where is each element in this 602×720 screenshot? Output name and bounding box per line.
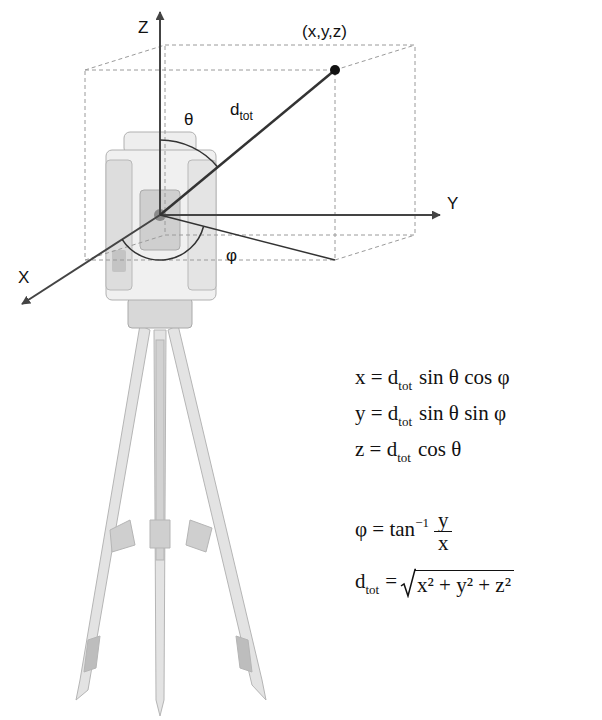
subscript: tot [398,407,412,437]
range-line [160,70,335,215]
distance-label: dtot [230,100,253,126]
superscript: −1 [415,508,429,538]
label-text: d [230,100,239,120]
formula: x = dtot sin θ cos φ [355,362,510,401]
label-text: x = d [355,362,398,392]
dashed-box [85,45,415,260]
label-text: sin θ cos φ [419,362,509,392]
label-text: φ = tan [355,514,415,544]
subscript: tot [366,575,380,605]
tripod [76,325,266,716]
label-text: φ [226,246,237,266]
target-point [330,65,340,75]
label-text: = [385,566,397,596]
numerator: y [434,509,453,532]
axes [22,12,440,304]
label-text: θ [184,110,193,130]
formula: y = dtot sin θ sin φ [355,398,506,437]
label-text: Y [447,194,458,214]
label-text: cos θ [418,434,461,464]
phi-arc [122,226,204,260]
angle-label: φ [226,246,237,266]
label-text: y = d [355,398,398,428]
subscript: tot [398,371,412,401]
label-text: z = d [355,434,397,464]
axis-label: Y [447,194,458,214]
tripod-head [128,298,192,328]
radical-sign [400,568,416,598]
projection-line [160,215,335,260]
subscript: tot [397,443,411,473]
angle-label: θ [184,110,193,130]
axis-label: X [18,268,29,288]
axis-label: Z [138,18,148,38]
fraction: yx [434,509,453,554]
label-text: (x,y,z) [300,22,349,42]
theta-arc [160,140,218,167]
formula: z = dtot cos θ [355,434,461,473]
label-text: d [355,566,366,596]
label-text: sin θ sin φ [419,398,506,428]
formula: dtot = x² + y² + z² [355,566,514,605]
subscript: tot [239,106,252,126]
radical-sign [400,568,416,598]
formula: φ = tan−1yx [355,508,452,554]
label-text: Z [138,18,148,38]
label-text: x² + y² + z² [415,570,514,597]
point-label: (x,y,z) [300,22,349,42]
denominator: x [434,532,453,554]
label-text: X [18,268,29,288]
